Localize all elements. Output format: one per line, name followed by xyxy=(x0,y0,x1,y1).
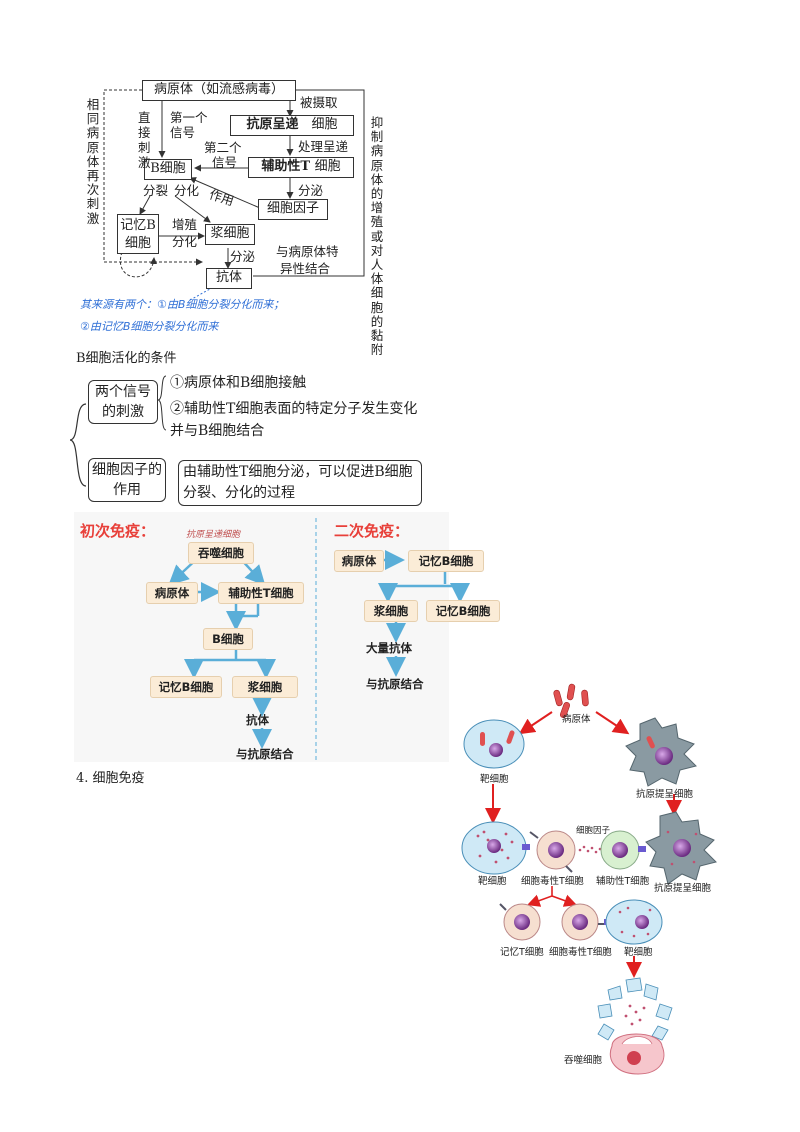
apc-suffix: 细胞 xyxy=(311,117,338,132)
secondary-title: 二次免疫： xyxy=(334,522,410,540)
antibody-box: 抗体 xyxy=(206,268,252,289)
b-cell-box: B细胞 xyxy=(144,159,192,180)
pathogen-label: 病原体（如流感病毒） xyxy=(153,82,284,97)
primary-title: 初次免疫： xyxy=(80,522,156,540)
label-differentiate: 分化 xyxy=(174,183,200,198)
memory-b-label: 记忆B细胞 xyxy=(120,218,156,251)
handwritten-note-2: ②由记忆B细胞分裂分化而来 xyxy=(80,320,219,333)
primary-memory-b-box: 记忆B细胞 xyxy=(150,676,222,698)
cytokine-label-box: 细胞因子的作用 xyxy=(88,458,166,502)
cytokine-box: 细胞因子 xyxy=(258,199,328,220)
cell-memory-t-label: 记忆T细胞 xyxy=(500,947,544,958)
cell-helper-t-label: 辅助性T细胞 xyxy=(596,876,650,887)
signal-2-text: ②辅助性T细胞表面的特定分子发生变化并与B细胞结合 xyxy=(170,401,418,439)
label-bind: 与病原体特 xyxy=(276,244,339,259)
right-vertical-note: 抑制病原体的增殖或对人体细胞的黏附 xyxy=(370,115,384,358)
label-taken: 被摄取 xyxy=(300,95,338,110)
left-vertical-note: 相同病原体再次刺激 xyxy=(86,97,100,226)
helper-t-label: 辅助性T xyxy=(261,159,311,174)
humoral-connectors xyxy=(103,89,365,301)
helper-t-box: 辅助性T 细胞 xyxy=(248,157,354,178)
label-second-signal: 信号 xyxy=(212,155,238,170)
cell-target-2-label: 靶细胞 xyxy=(478,876,507,887)
cell-apc-1-label: 抗原提呈细胞 xyxy=(636,789,694,800)
handwritten-note-1: 其来源有两个：①由B细胞分裂分化而来； xyxy=(80,298,285,311)
label-process: 处理呈递 xyxy=(298,139,349,154)
b-cell-label: B细胞 xyxy=(150,161,186,176)
label-second: 第二个 xyxy=(204,140,242,155)
primary-b-cell-box: B细胞 xyxy=(203,628,253,650)
primary-antibody-text: 抗体 xyxy=(246,713,269,727)
signal-1-text: ①病原体和B细胞接触 xyxy=(170,375,307,391)
pathogen-group xyxy=(553,683,589,718)
label-secrete-2: 分泌 xyxy=(230,249,256,264)
primary-phagocyte-box: 吞噬细胞 xyxy=(188,542,254,564)
cell-cytokine-label: 细胞因子 xyxy=(576,826,611,836)
secondary-plasma-box: 浆细胞 xyxy=(364,600,418,622)
cell-target-3-label: 靶细胞 xyxy=(624,947,653,958)
secondary-many-antibody-text: 大量抗体 xyxy=(366,641,412,655)
cytokine-desc-box: 由辅助性T细胞分泌，可以促进B细胞分裂、分化的过程 xyxy=(178,460,422,506)
pathogen-box: 病原体（如流感病毒） xyxy=(142,80,296,101)
label-bind-2: 异性结合 xyxy=(280,261,331,276)
secondary-pathogen-box: 病原体 xyxy=(334,550,384,572)
cytokine-effect-label: 细胞因子的作用 xyxy=(92,462,162,498)
cell-target-1-label: 靶细胞 xyxy=(480,774,509,785)
label-direct: 直接刺激 xyxy=(138,110,151,170)
memory-b-box: 记忆B细胞 xyxy=(117,214,159,254)
plasma-box: 浆细胞 xyxy=(205,224,255,245)
primary-hand-note: 抗原呈递细胞 xyxy=(186,530,241,540)
cell-pathogen-label: 病原体 xyxy=(562,714,591,725)
primary-pathogen-box: 病原体 xyxy=(146,582,198,604)
plasma-label: 浆细胞 xyxy=(210,226,250,241)
cellular-heading: 4. 细胞免疫 xyxy=(76,771,145,786)
label-divide: 分裂 xyxy=(143,183,169,198)
cell-apc-2-label: 抗原提呈细胞 xyxy=(654,883,712,894)
activation-brace xyxy=(69,375,167,487)
primary-plasma-box: 浆细胞 xyxy=(232,676,298,698)
label-secrete: 分泌 xyxy=(298,183,324,198)
primary-bind-text: 与抗原结合 xyxy=(236,747,294,761)
cell-ctl-2-label: 细胞毒性T细胞 xyxy=(549,947,612,958)
apc-label: 抗原呈递 xyxy=(246,117,299,132)
apc-box: 抗原呈递 细胞 xyxy=(230,115,354,136)
secondary-memory-b-box: 记忆B细胞 xyxy=(408,550,484,572)
cell-ctl-1-label: 细胞毒性T细胞 xyxy=(521,876,584,887)
cell-phagocyte-label: 吞噬细胞 xyxy=(564,1055,603,1066)
antibody-label: 抗体 xyxy=(215,270,242,285)
cytokine-label: 细胞因子 xyxy=(266,201,319,216)
secondary-bind-text: 与抗原结合 xyxy=(366,677,424,691)
signals-label-box: 两个信号的刺激 xyxy=(88,380,158,424)
helper-t-suffix: 细胞 xyxy=(314,159,341,174)
secondary-memory-b2-box: 记忆B细胞 xyxy=(426,600,500,622)
primary-helper-t-box: 辅助性T细胞 xyxy=(218,582,304,604)
activation-title: B细胞活化的条件 xyxy=(76,351,177,366)
signals-label: 两个信号的刺激 xyxy=(95,384,151,420)
label-proliferate: 增殖 xyxy=(172,217,198,232)
label-first-signal: 第一个信号 xyxy=(170,110,208,140)
label-differentiate-2: 分化 xyxy=(172,234,198,249)
cytokine-desc: 由辅助性T细胞分泌，可以促进B细胞分裂、分化的过程 xyxy=(183,464,413,501)
